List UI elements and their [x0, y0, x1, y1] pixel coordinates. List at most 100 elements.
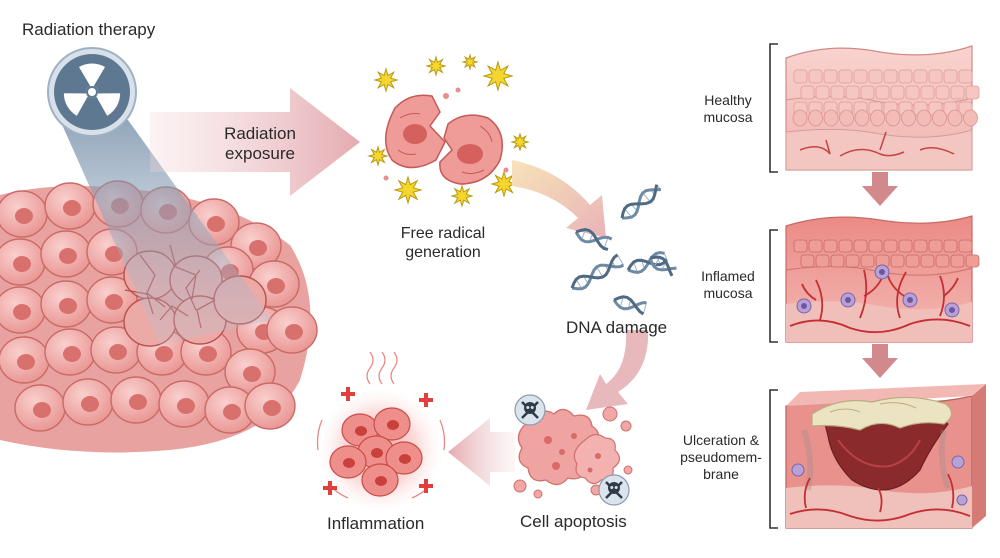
dna-helix — [612, 295, 647, 316]
plus-icon — [419, 393, 433, 407]
epithelial-cell — [898, 239, 913, 253]
tissue-cell — [40, 230, 92, 278]
basal-cell — [947, 109, 963, 127]
free-radical-cluster — [367, 53, 530, 208]
bracket-healthy — [769, 43, 778, 173]
free-radical-star — [461, 53, 479, 71]
basal-cell — [963, 109, 978, 127]
epithelial-cell — [808, 239, 823, 253]
skull-crossbones-icon — [514, 394, 546, 426]
epithelial-cell — [943, 69, 958, 84]
skull-crossbones-icon — [598, 474, 630, 506]
arrow-healthy-to-inflamed — [862, 172, 898, 206]
basal-cell — [916, 109, 932, 127]
bracket-inflamed — [769, 229, 778, 343]
plus-icon — [323, 481, 337, 495]
inflamed-cell — [385, 441, 423, 475]
bracket-ulceration — [769, 389, 778, 529]
basal-cell — [823, 109, 839, 127]
inflamed-mucosa-line-2: mucosa — [703, 284, 753, 301]
inflamed-mucosa-line-1: Inflamed — [701, 268, 755, 284]
epithelial-cell — [800, 254, 815, 268]
free-radical-star — [510, 132, 530, 152]
dna-helix — [648, 255, 677, 277]
radiation-exposure-line-2: exposure — [225, 144, 295, 164]
tissue-cell — [86, 276, 138, 324]
ulceration-line-3: brane — [703, 465, 739, 482]
radiation-exposure-label: Radiation exposure — [200, 124, 320, 165]
epithelial-cell — [935, 254, 950, 268]
epithelial-cell — [950, 254, 965, 268]
free-radical-star — [450, 184, 474, 208]
broken-cell-right — [439, 114, 503, 185]
basal-cell — [839, 109, 854, 127]
basal-cell — [901, 109, 916, 127]
epithelial-cell — [920, 85, 935, 100]
free-radical-star — [482, 60, 514, 92]
free-radical-line-2: generation — [405, 244, 481, 262]
free-radical-label: Free radical generation — [378, 224, 508, 262]
epithelial-cell — [868, 239, 883, 253]
radiation-therapy-label: Radiation therapy — [22, 20, 156, 39]
basal-cell — [870, 109, 885, 127]
epithelial-cell — [875, 85, 890, 100]
dna-fragments — [570, 184, 677, 316]
healthy-mucosa-block — [785, 45, 980, 171]
free-radical-star — [425, 55, 447, 77]
tissue-cell — [204, 386, 256, 434]
epithelial-cell — [860, 254, 875, 268]
dna-helix — [570, 253, 625, 291]
inflammation-label: Inflammation — [327, 514, 425, 533]
inflamed-mucosa-block — [785, 215, 980, 343]
radiation-beam — [60, 120, 272, 345]
tissue-cell — [0, 336, 50, 384]
epithelial-cell — [928, 239, 943, 253]
inflamed-cell — [361, 463, 399, 497]
free-radical-star — [373, 67, 399, 93]
free-radical-line-1: Free radical — [400, 225, 486, 242]
tissue-cell — [110, 376, 162, 424]
epithelial-cell — [913, 239, 928, 253]
epithelial-cell — [823, 239, 838, 253]
epithelial-cell — [943, 239, 958, 253]
epithelial-cell — [965, 254, 980, 268]
healthy-mucosa-line-2: mucosa — [703, 108, 753, 125]
epithelial-cell — [913, 69, 928, 84]
radiation-exposure-arrow — [150, 88, 360, 196]
free-radical-star — [367, 145, 389, 167]
tissue-cell — [14, 384, 66, 432]
epithelial-cell — [928, 69, 943, 84]
inflamed-cell — [373, 407, 411, 441]
basal-cell — [792, 109, 808, 127]
inflamed-cell-cluster — [316, 351, 446, 512]
epithelial-cell — [868, 69, 883, 84]
epithelial-cell — [898, 69, 913, 84]
dna-helix — [620, 184, 662, 220]
epithelial-cell — [830, 254, 845, 268]
basal-cell — [808, 109, 823, 127]
basal-cell — [885, 109, 901, 127]
free-radical-star — [393, 175, 423, 205]
ulceration-mucosa-block — [785, 384, 986, 529]
epithelial-cell — [920, 254, 935, 268]
cell-apoptosis-label: Cell apoptosis — [520, 512, 627, 531]
epithelial-cell — [890, 85, 905, 100]
healthy-mucosa-label: Healthy mucosa — [690, 92, 766, 126]
dna-helix — [574, 228, 613, 251]
epithelial-cell — [965, 85, 980, 100]
mucosa-stages — [769, 43, 986, 529]
epithelial-cell — [860, 85, 875, 100]
epithelial-cell — [950, 85, 965, 100]
tissue-cell — [244, 382, 296, 430]
plus-icon — [419, 479, 433, 493]
apoptotic-cells — [513, 406, 633, 499]
tissue-cell — [62, 378, 114, 426]
epithelial-cell — [958, 239, 973, 253]
epithelial-cell — [838, 239, 853, 253]
epithelial-cell — [793, 239, 808, 253]
radiation-icon — [47, 47, 137, 137]
epithelial-cell — [883, 239, 898, 253]
tissue-cell — [0, 238, 46, 286]
epithelial-cell — [800, 85, 815, 100]
epithelial-cell — [958, 69, 973, 84]
